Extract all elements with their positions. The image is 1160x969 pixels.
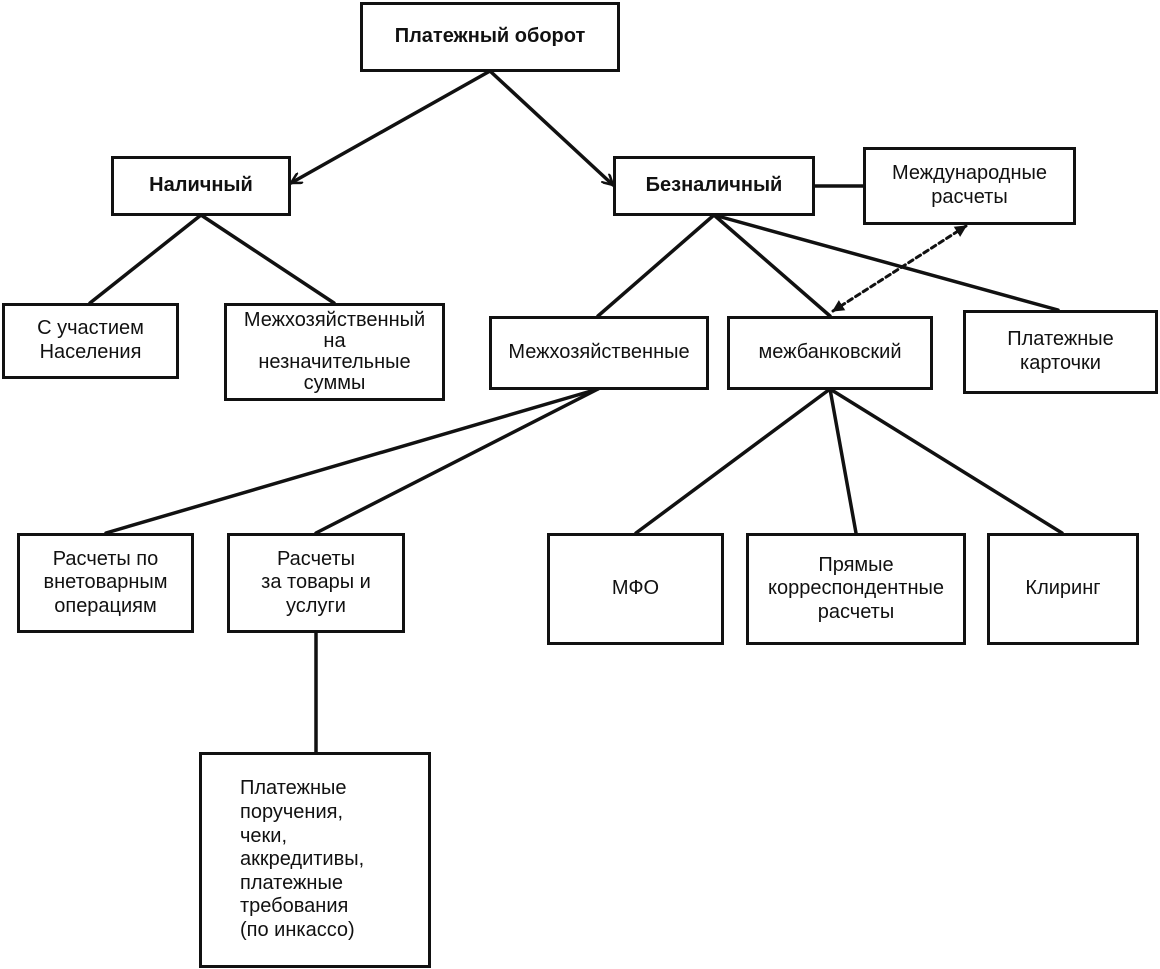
edge-interfarm-goods	[314, 387, 600, 535]
node-instruments-line-6: требования	[240, 895, 349, 918]
node-interbank: межбанковский	[727, 316, 933, 390]
node-mfo: МФО	[547, 533, 724, 645]
node-interfarm-small-line-2: на	[323, 330, 346, 352]
edge-interbank-direct	[828, 387, 858, 535]
edge-noncash-interbank	[712, 213, 832, 318]
node-cash: Наличный	[111, 156, 291, 216]
node-instruments-line-1: Платежные	[240, 777, 347, 800]
node-cards: Платежные карточки	[963, 310, 1158, 394]
edge-noncash-interfarm	[596, 213, 716, 318]
node-cards-line-1: Платежные	[1007, 328, 1114, 351]
edge-international-interbank	[831, 224, 968, 313]
node-cards-line-2: карточки	[1020, 352, 1101, 374]
node-clearing: Клиринг	[987, 533, 1139, 645]
edge-cash-interfarm-small	[199, 213, 336, 305]
node-interfarm-small-line-4: суммы	[303, 372, 366, 394]
edge-interbank-mfo	[634, 387, 832, 535]
node-mfo-line-1: МФО	[611, 577, 660, 600]
edge-cash-population	[88, 213, 203, 305]
node-cash-line-1: Наличный	[149, 174, 253, 197]
node-instruments-line-7: (по инкассо)	[240, 918, 355, 941]
node-population-line-1: С участием	[37, 317, 144, 340]
node-clearing-line-1: Клиринг	[1025, 577, 1101, 600]
node-instruments: Платежные поручения, чеки, аккредитивы, …	[199, 752, 431, 968]
node-direct-line-2: корреспондентные	[767, 577, 944, 600]
node-goods-line-1: Расчеты	[277, 547, 355, 570]
edge-noncash-cards	[712, 213, 1060, 312]
node-instruments-line-3: чеки,	[240, 824, 288, 847]
edge-root-noncash	[488, 69, 613, 185]
node-non-goods-line-2: внетоварным	[43, 571, 168, 594]
node-interfarm-line-1: Межхозяйственные	[508, 341, 690, 364]
node-direct: Прямые корреспондентные расчеты	[746, 533, 966, 645]
node-instruments-line-4: аккредитивы,	[240, 848, 365, 871]
node-direct-line-1: Прямые	[818, 553, 894, 576]
node-instruments-line-5: платежные	[240, 871, 343, 894]
node-goods-line-3: услуги	[286, 594, 346, 617]
node-goods: Расчеты за товары и услуги	[227, 533, 405, 633]
node-international-line-2: расчеты	[931, 186, 1008, 208]
edge-root-cash	[291, 69, 492, 185]
node-goods-line-2: за товары и	[261, 571, 371, 594]
node-interfarm: Межхозяйственные	[489, 316, 709, 390]
edge-interbank-clearing	[828, 387, 1064, 535]
node-interfarm-small: Межхозяйственный на незначительные суммы	[224, 303, 445, 401]
node-root-line-1: Платежный оборот	[394, 25, 586, 48]
node-direct-line-3: расчеты	[817, 600, 895, 623]
node-population: С участием Населения	[2, 303, 179, 379]
node-international: Международные расчеты	[863, 147, 1076, 225]
node-noncash-line-1: Безналичный	[645, 174, 783, 197]
edge-interfarm-non-goods	[104, 387, 600, 535]
node-population-line-2: Населения	[39, 341, 142, 363]
node-root: Платежный оборот	[360, 2, 620, 72]
node-interbank-line-1: межбанковский	[758, 341, 902, 364]
node-interfarm-small-line-3: незначительные	[258, 351, 411, 373]
node-instruments-line-2: поручения,	[240, 801, 343, 824]
node-noncash: Безналичный	[613, 156, 815, 216]
node-non-goods: Расчеты по внетоварным операциям	[17, 533, 194, 633]
node-interfarm-small-line-1: Межхозяйственный	[243, 309, 426, 331]
node-non-goods-line-3: операциям	[54, 594, 157, 617]
node-non-goods-line-1: Расчеты по	[52, 547, 159, 570]
node-international-line-1: Международные	[891, 162, 1048, 185]
